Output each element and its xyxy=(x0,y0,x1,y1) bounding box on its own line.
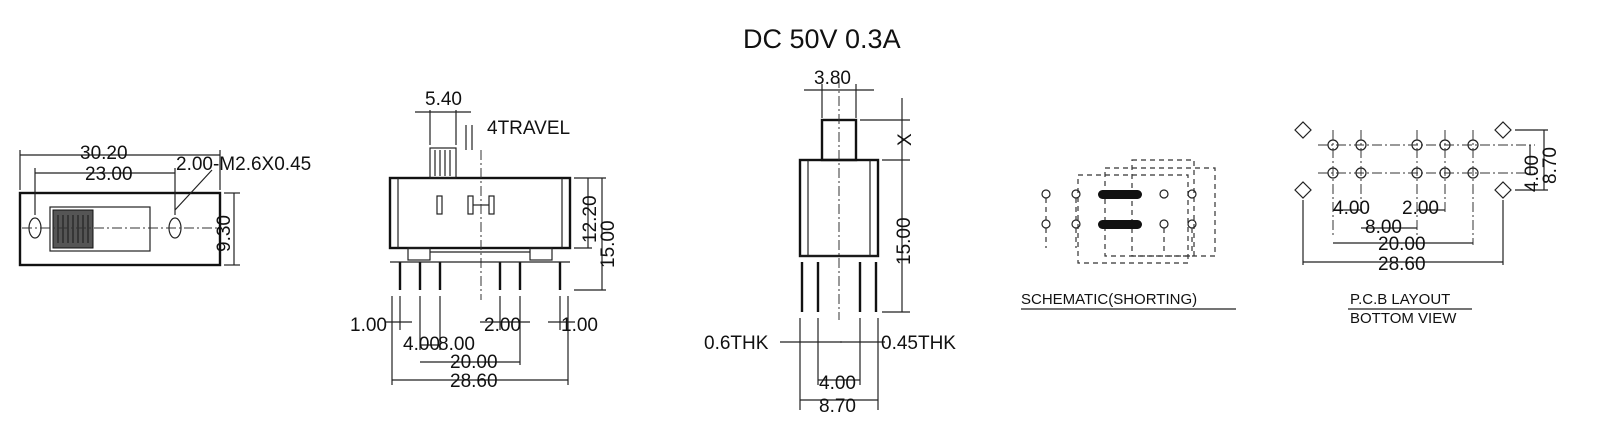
dim-edge-left: 1.00 xyxy=(350,315,387,336)
dim-overall: 28.60 xyxy=(450,371,498,392)
dim-height: 8.70 xyxy=(1540,147,1561,184)
dim-actuator-x: X xyxy=(895,133,916,146)
pcb-mount-hole xyxy=(1494,181,1512,199)
dim-pin-pitch: 4.00 xyxy=(819,373,856,394)
dim-row-pitch: 4.00 xyxy=(1522,155,1543,192)
dim-travel: 4TRAVEL xyxy=(487,118,570,139)
dim-screw-note: 2.00-M2.6X0.45 xyxy=(176,154,311,175)
shorting-contact-bottom xyxy=(1098,220,1142,229)
dim-thk-right: 0.45THK xyxy=(881,333,956,354)
pcb-caption-2: BOTTOM VIEW xyxy=(1350,310,1457,327)
dim-overall: 28.60 xyxy=(1378,254,1426,275)
dim-width-overall: 30.20 xyxy=(80,143,128,164)
dim-thk-left: 0.6THK xyxy=(704,333,769,354)
dim-pitch-c: 8.00 xyxy=(438,334,475,355)
dim-edge-right: 1.00 xyxy=(561,315,598,336)
dim-span: 20.00 xyxy=(450,352,498,373)
rating-text: DC 50V 0.3A xyxy=(743,24,901,54)
dim-hole-pitch: 23.00 xyxy=(85,164,133,185)
dim-actuator-width: 3.80 xyxy=(814,68,851,89)
pcb-mount-hole xyxy=(1294,181,1312,199)
pcb-layout: 4.00 8.70 4.00 2.00 8.00 20.00 28.60 P.C… xyxy=(1294,121,1561,327)
top-view-slot xyxy=(49,206,151,252)
dim-height-overall: 15.00 xyxy=(598,220,619,268)
dim-height: 9.30 xyxy=(214,215,235,252)
dim-pitch-b: 4.00 xyxy=(403,334,440,355)
pcb-mount-hole xyxy=(1494,121,1512,139)
top-view: 30.20 23.00 2.00-M2.6X0.45 9.30 xyxy=(18,143,311,267)
dim-width: 8.70 xyxy=(819,396,856,417)
pcb-mount-hole xyxy=(1294,121,1312,139)
front-view: 3.80 X 15.00 0.6THK 0.45THK 4.00 8.70 xyxy=(704,68,956,417)
dim-pitch-b: 2.00 xyxy=(1402,198,1439,219)
pcb-caption-1: P.C.B LAYOUT xyxy=(1350,291,1450,308)
dim-pitch-c: 8.00 xyxy=(1365,217,1402,238)
top-view-plate xyxy=(18,191,222,267)
dim-actuator-width: 5.40 xyxy=(425,89,462,110)
schematic: SCHEMATIC(SHORTING) xyxy=(1021,159,1236,310)
dim-pitch-a: 4.00 xyxy=(1333,198,1370,219)
side-view: 5.40 4TRAVEL 12.20 15.00 1.00 1.00 2.00 … xyxy=(350,89,619,392)
schematic-caption: SCHEMATIC(SHORTING) xyxy=(1021,291,1197,308)
dim-pitch-a: 2.00 xyxy=(484,315,521,336)
dim-height-body: 12.20 xyxy=(580,195,601,243)
shorting-contact-top xyxy=(1098,190,1142,199)
side-view-body xyxy=(388,176,572,250)
dim-height: 15.00 xyxy=(894,217,915,265)
dim-span: 20.00 xyxy=(1378,234,1426,255)
side-view-actuator xyxy=(429,147,457,179)
